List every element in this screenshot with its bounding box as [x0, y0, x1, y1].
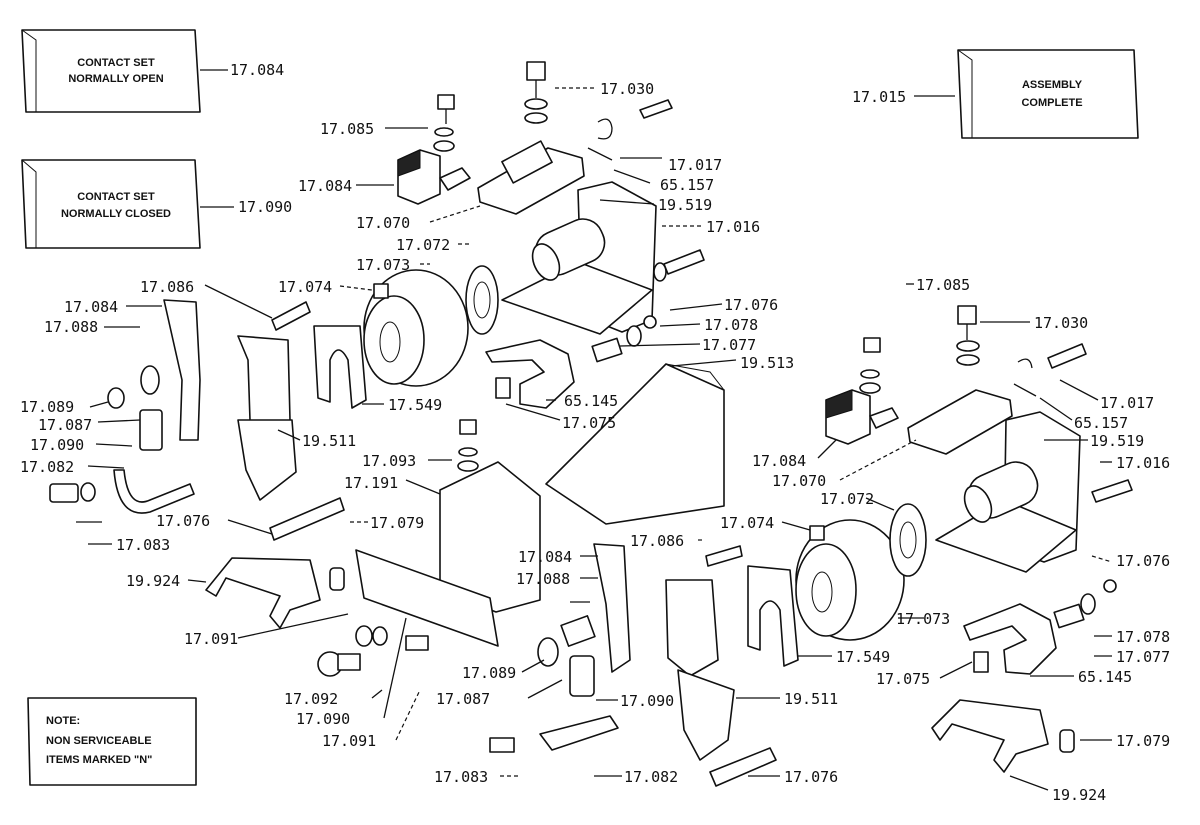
label-17-089-left: 17.089 [20, 398, 74, 416]
label-17-085: 17.085 [320, 120, 374, 138]
label-19-924-left: 19.924 [126, 572, 180, 590]
label-17-076-right: 17.076 [1116, 552, 1170, 570]
label-65-157: 65.157 [660, 176, 714, 194]
label-17-084-left: 17.084 [64, 298, 118, 316]
label-17-073-mid: 17.073 [896, 610, 950, 628]
label-19-511-mid: 19.511 [784, 690, 838, 708]
note-line-2: NON SERVICEABLE [46, 735, 152, 747]
label-17-075: 17.075 [562, 414, 616, 432]
label-17-083-left: 17.083 [116, 536, 170, 554]
label-17-074-mid: 17.074 [720, 514, 774, 532]
label-17-088-left: 17.088 [44, 318, 98, 336]
label-17-091: 17.091 [184, 630, 238, 648]
label-19-924-right: 19.924 [1052, 786, 1106, 804]
label-17-079-left: 17.079 [370, 514, 424, 532]
label-17-090-mid: 17.090 [620, 692, 674, 710]
label-17-070: 17.070 [356, 214, 410, 232]
label-17-087-mid: 17.087 [436, 690, 490, 708]
label-17-030: 17.030 [600, 80, 654, 98]
box-line-1: CONTACT SET [77, 191, 155, 203]
label-17-077: 17.077 [702, 336, 756, 354]
label-17-076: 17.076 [724, 296, 778, 314]
label-17-091-bottom: 17.091 [322, 732, 376, 750]
label-17-089-mid: 17.089 [462, 664, 516, 682]
label-17-090-left: 17.090 [30, 436, 84, 454]
label-17-070-right: 17.070 [772, 472, 826, 490]
label-17-073: 17.073 [356, 256, 410, 274]
label-65-145-right: 65.145 [1078, 668, 1132, 686]
label-17-084-no: 17.084 [230, 61, 284, 79]
contact-set-normally-open-box: CONTACT SET NORMALLY OPEN 17.084 [21, 29, 284, 113]
upper-relay-assembly [271, 61, 705, 409]
label-17-072-right: 17.072 [820, 490, 874, 508]
label-17-084: 17.084 [298, 177, 352, 195]
label-17-075-right: 17.075 [876, 670, 930, 688]
label-17-085-right: 17.085 [916, 276, 970, 294]
lower-middle-contact-parts [489, 519, 905, 787]
label-17-082-mid: 17.082 [624, 768, 678, 786]
right-relay-assembly [825, 305, 1133, 773]
label-17-016-right: 17.016 [1116, 454, 1170, 472]
box-line-1: ASSEMBLY [1022, 79, 1083, 91]
label-17-077-right: 17.077 [1116, 648, 1170, 666]
box-line-2: NORMALLY OPEN [68, 73, 163, 85]
label-17-086: 17.086 [140, 278, 194, 296]
label-17-191: 17.191 [344, 474, 398, 492]
label-17-092: 17.092 [284, 690, 338, 708]
label-19-519-right: 19.519 [1090, 432, 1144, 450]
label-17-076-mid: 17.076 [784, 768, 838, 786]
label-17-084-mid: 17.084 [518, 548, 572, 566]
label-17-549: 17.549 [388, 396, 442, 414]
label-17-015: 17.015 [852, 88, 906, 106]
label-17-087-left: 17.087 [38, 416, 92, 434]
box-line-2: COMPLETE [1021, 97, 1082, 109]
label-17-074: 17.074 [278, 278, 332, 296]
label-19-513: 19.513 [740, 354, 794, 372]
label-17-549-mid: 17.549 [836, 648, 890, 666]
box-line-2: NORMALLY CLOSED [61, 208, 171, 220]
label-17-079-right: 17.079 [1116, 732, 1170, 750]
left-contact-parts [49, 299, 345, 541]
label-17-084-right: 17.084 [752, 452, 806, 470]
box-line-1: CONTACT SET [77, 57, 155, 69]
label-17-082-left: 17.082 [20, 458, 74, 476]
label-17-076-left: 17.076 [156, 512, 210, 530]
contact-set-normally-closed-box: CONTACT SET NORMALLY CLOSED 17.090 [21, 159, 292, 249]
label-17-090-bottom: 17.090 [296, 710, 350, 728]
label-17-017-right: 17.017 [1100, 394, 1154, 412]
label-17-030-right: 17.030 [1034, 314, 1088, 332]
label-17-090-nc: 17.090 [238, 198, 292, 216]
label-65-145: 65.145 [564, 392, 618, 410]
assembly-complete-box: ASSEMBLY COMPLETE 17.015 [852, 49, 1139, 139]
label-19-519: 19.519 [658, 196, 712, 214]
label-17-093: 17.093 [362, 452, 416, 470]
part-labels: 17.085 17.030 17.084 17.017 65.157 17.07… [20, 80, 1170, 804]
label-17-017: 17.017 [668, 156, 722, 174]
label-17-083-mid: 17.083 [434, 768, 488, 786]
label-17-088-mid: 17.088 [516, 570, 570, 588]
note-box: NOTE: NON SERVICEABLE ITEMS MARKED "N" [27, 697, 197, 786]
note-line-1: NOTE: [46, 715, 80, 727]
label-65-157-right: 65.157 [1074, 414, 1128, 432]
leader-lines [76, 87, 1113, 791]
label-17-086-mid: 17.086 [630, 532, 684, 550]
note-line-3: ITEMS MARKED "N" [46, 754, 152, 766]
label-17-072: 17.072 [396, 236, 450, 254]
label-17-078: 17.078 [704, 316, 758, 334]
label-17-016: 17.016 [706, 218, 760, 236]
label-19-511-left: 19.511 [302, 432, 356, 450]
center-plate-and-base [205, 363, 725, 677]
label-17-078-right: 17.078 [1116, 628, 1170, 646]
